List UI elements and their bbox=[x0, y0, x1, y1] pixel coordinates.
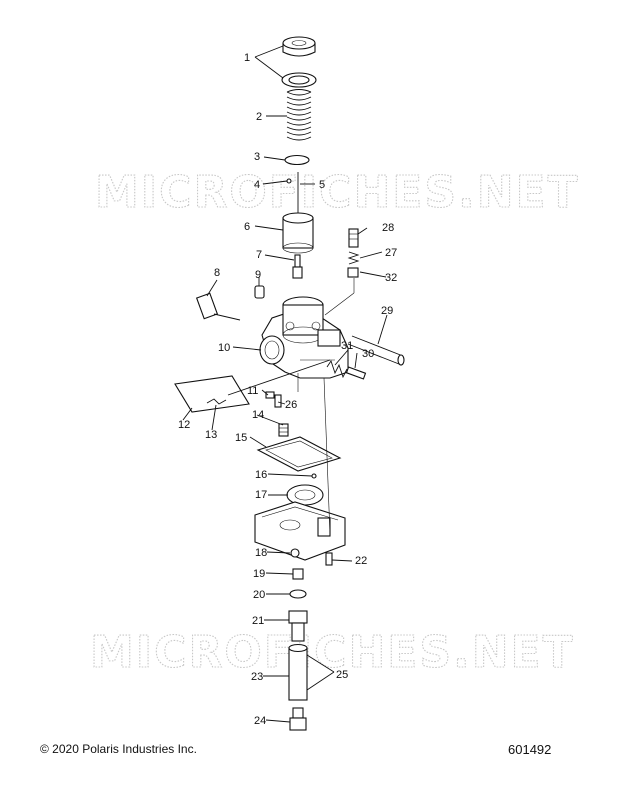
part-28-fitting bbox=[348, 228, 359, 248]
callout-13: 13 bbox=[205, 429, 217, 441]
callout-27: 27 bbox=[385, 247, 397, 259]
callout-4: 4 bbox=[254, 179, 260, 191]
callout-17: 17 bbox=[255, 489, 267, 501]
callout-20: 20 bbox=[253, 589, 265, 601]
watermark-bottom: MICROFICHES.NET bbox=[90, 627, 575, 678]
part-19-plug bbox=[292, 568, 304, 580]
callout-30: 30 bbox=[362, 348, 374, 360]
part-7-screw bbox=[292, 254, 303, 279]
callout-3: 3 bbox=[254, 151, 260, 163]
callout-8: 8 bbox=[214, 267, 220, 279]
callout-22: 22 bbox=[355, 555, 367, 567]
callout-5: 5 bbox=[319, 179, 325, 191]
callout-2: 2 bbox=[256, 111, 262, 123]
part-9-plug bbox=[254, 285, 265, 299]
assembly-lines bbox=[297, 278, 355, 536]
callout-labels: 1 2 3 4 5 6 7 8 9 10 11 12 13 14 15 16 1… bbox=[178, 52, 397, 727]
watermark-top: MICROFICHES.NET bbox=[95, 167, 580, 218]
callout-15: 15 bbox=[235, 432, 247, 444]
leader-lines bbox=[182, 45, 388, 723]
part-8-sensor bbox=[195, 292, 241, 321]
part-2-spring bbox=[286, 89, 312, 141]
part-12-plate bbox=[174, 359, 331, 413]
callout-16: 16 bbox=[255, 469, 267, 481]
callout-14: 14 bbox=[252, 409, 264, 421]
part-3-clip bbox=[284, 154, 310, 166]
callout-25: 25 bbox=[336, 669, 348, 681]
callout-28: 28 bbox=[382, 222, 394, 234]
part-32-plunger bbox=[347, 267, 359, 278]
callout-7: 7 bbox=[256, 249, 262, 261]
callout-11: 11 bbox=[247, 385, 258, 397]
callout-21: 21 bbox=[252, 615, 264, 627]
part-5-needle bbox=[286, 172, 299, 214]
callout-32: 32 bbox=[385, 272, 397, 284]
callout-19: 19 bbox=[253, 568, 265, 580]
callout-6: 6 bbox=[244, 221, 250, 233]
part-31-spring bbox=[326, 359, 348, 379]
part-14-jet bbox=[278, 423, 289, 437]
callout-23: 23 bbox=[251, 671, 263, 683]
part-29-tube bbox=[347, 335, 405, 366]
part-13-tab bbox=[206, 398, 227, 405]
part-15-gasket bbox=[256, 436, 342, 472]
callout-12: 12 bbox=[178, 419, 190, 431]
part-21-fitting bbox=[288, 610, 308, 642]
part-25-drain-tube bbox=[288, 643, 308, 701]
callout-9: 9 bbox=[255, 269, 261, 281]
copyright-notice: © 2020 Polaris Industries Inc. bbox=[40, 742, 197, 756]
diagram-number: 601492 bbox=[508, 742, 552, 757]
part-27-spring bbox=[347, 251, 360, 265]
part-1-cap bbox=[281, 36, 317, 88]
part-26-screw bbox=[274, 394, 282, 408]
callout-18: 18 bbox=[255, 547, 267, 559]
float-bowl bbox=[254, 501, 346, 561]
part-22-screw bbox=[325, 552, 333, 566]
callout-26: 26 bbox=[285, 399, 297, 411]
part-20-oring bbox=[289, 589, 307, 599]
callout-10: 10 bbox=[218, 342, 230, 354]
part-30-screw bbox=[345, 366, 367, 380]
part-6-slide bbox=[282, 212, 314, 254]
part-11-jet bbox=[265, 391, 275, 399]
part-16-pin bbox=[311, 473, 317, 479]
callout-1: 1 bbox=[244, 52, 250, 64]
part-18-washer bbox=[290, 548, 300, 558]
callout-29: 29 bbox=[381, 305, 393, 317]
part-17-float bbox=[286, 484, 324, 506]
callout-31: 31 bbox=[341, 340, 353, 352]
part-24-nozzle bbox=[289, 707, 307, 731]
part-10-carburetor-body bbox=[259, 296, 349, 379]
callout-24: 24 bbox=[254, 715, 266, 727]
